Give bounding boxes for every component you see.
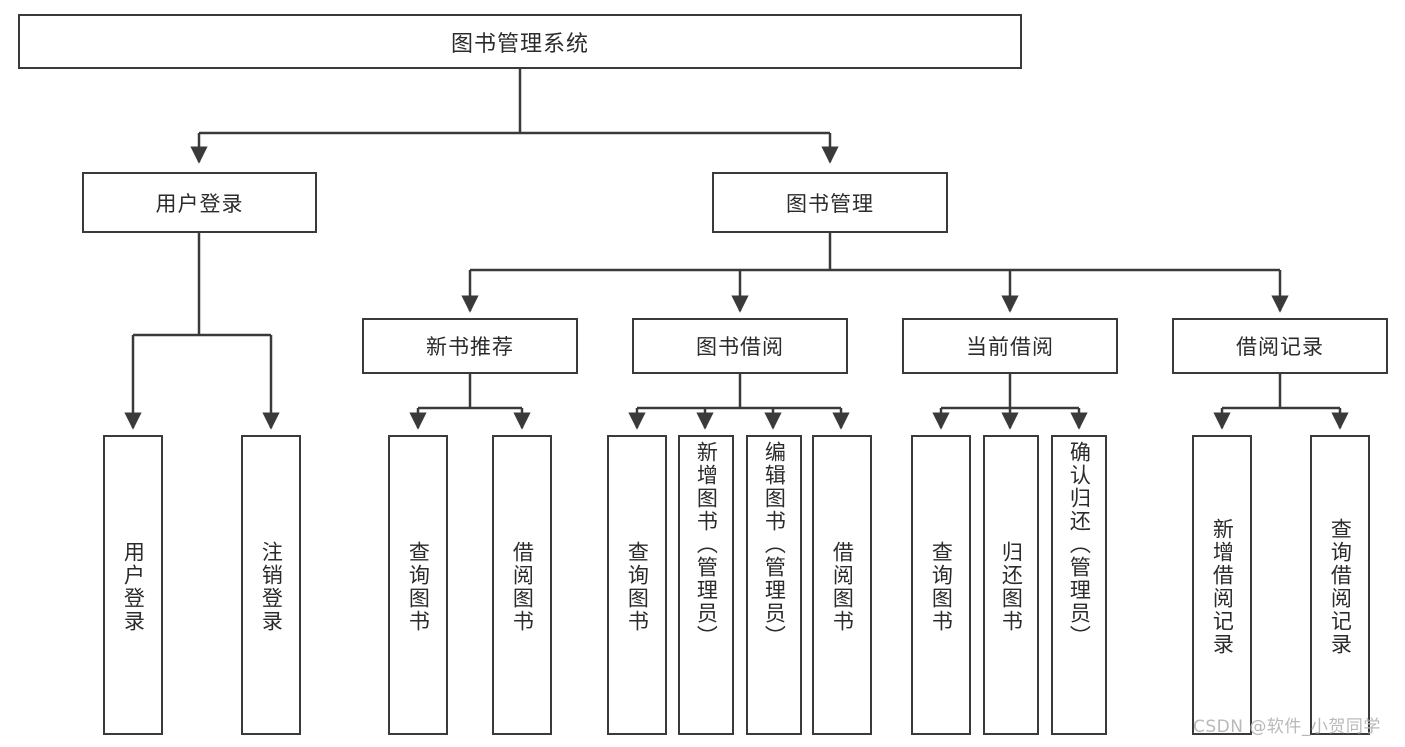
leaf-label: 查询图书 — [929, 541, 954, 633]
node-label: 用户登录 — [155, 191, 244, 216]
leaf-label: 查询借阅记录 — [1328, 518, 1353, 656]
leaf-label: 编辑图书（管理员） — [762, 441, 787, 648]
leaf-query-book-borrow[interactable]: 查询图书 — [607, 435, 667, 735]
leaf-edit-book-admin[interactable]: 编辑图书（管理员） — [746, 435, 802, 735]
node-label: 图书管理系统 — [450, 31, 589, 57]
leaf-label: 借阅图书 — [510, 541, 535, 633]
leaf-label: 新增图书（管理员） — [694, 441, 719, 648]
node-label: 图书管理 — [786, 191, 874, 216]
csdn-watermark: CSDN @软件_小贺同学 — [1193, 717, 1381, 737]
node-label: 当前借阅 — [966, 335, 1054, 359]
leaf-query-book-recommend[interactable]: 查询图书 — [388, 435, 448, 735]
leaf-confirm-return-admin[interactable]: 确认归还（管理员） — [1051, 435, 1107, 735]
leaf-return-book[interactable]: 归还图书 — [983, 435, 1039, 735]
leaf-borrow-book[interactable]: 借阅图书 — [812, 435, 872, 735]
node-root-system[interactable]: 图书管理系统 — [18, 14, 1022, 69]
node-new-book-recommend[interactable]: 新书推荐 — [362, 318, 578, 374]
node-label: 图书借阅 — [696, 335, 784, 359]
node-user-login[interactable]: 用户登录 — [82, 172, 317, 233]
leaf-query-borrow-record[interactable]: 查询借阅记录 — [1310, 435, 1370, 735]
leaf-label: 用户登录 — [121, 541, 146, 633]
leaf-logout[interactable]: 注销登录 — [241, 435, 301, 735]
leaf-query-book-current[interactable]: 查询图书 — [911, 435, 971, 735]
leaf-label: 借阅图书 — [830, 541, 855, 633]
leaf-label: 归还图书 — [999, 541, 1024, 633]
node-label: 新书推荐 — [426, 335, 514, 359]
leaf-user-login[interactable]: 用户登录 — [103, 435, 163, 735]
leaf-borrow-book-recommend[interactable]: 借阅图书 — [492, 435, 552, 735]
node-borrow-record[interactable]: 借阅记录 — [1172, 318, 1388, 374]
leaf-label: 注销登录 — [259, 541, 284, 633]
leaf-label: 查询图书 — [625, 541, 650, 633]
leaf-label: 新增借阅记录 — [1210, 518, 1235, 656]
leaf-add-borrow-record[interactable]: 新增借阅记录 — [1192, 435, 1252, 735]
node-label: 借阅记录 — [1236, 335, 1324, 359]
leaf-label: 确认归还（管理员） — [1067, 441, 1092, 648]
node-book-borrow[interactable]: 图书借阅 — [632, 318, 848, 374]
node-current-borrow[interactable]: 当前借阅 — [902, 318, 1118, 374]
leaf-add-book-admin[interactable]: 新增图书（管理员） — [678, 435, 734, 735]
leaf-label: 查询图书 — [406, 541, 431, 633]
node-book-management[interactable]: 图书管理 — [712, 172, 948, 233]
